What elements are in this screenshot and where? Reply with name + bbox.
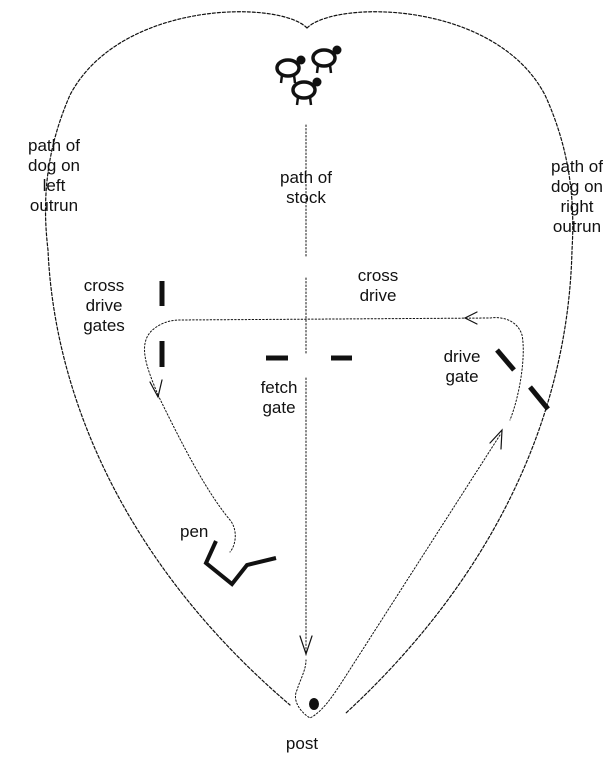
cross-drive-label: cross drive xyxy=(357,266,399,305)
sheep-icon xyxy=(275,55,306,84)
right-outrun-path xyxy=(306,11,574,714)
left-outrun-label: path of dog on left outrun xyxy=(28,136,80,215)
pen-walls xyxy=(203,540,277,587)
left-outrun-path xyxy=(44,11,308,706)
drive-gate-lower xyxy=(528,385,550,411)
cross-drive-gates-label: cross drive gates xyxy=(83,276,125,335)
sheep-icon xyxy=(311,45,342,74)
drive-gate-upper xyxy=(495,348,516,372)
arrowhead-icon xyxy=(299,635,313,656)
cross-drive-path xyxy=(144,317,524,421)
stock-path-label: path of stock xyxy=(280,168,332,207)
arrowhead-icon xyxy=(149,379,163,399)
pen-label: pen xyxy=(180,522,209,541)
right-outrun-label: path of dog on right outrun xyxy=(551,157,603,236)
post-marker-icon xyxy=(309,698,319,710)
drive-leg-path xyxy=(295,434,501,719)
sheep-group xyxy=(275,45,342,106)
drive-gate-label: drive gate xyxy=(443,347,481,386)
fetch-gate-label: fetch gate xyxy=(260,378,298,417)
arrowhead-icon xyxy=(463,311,478,325)
arrowhead-icon xyxy=(489,428,503,450)
sheep-icon xyxy=(291,77,322,106)
post-label: post xyxy=(285,734,319,753)
pen-path xyxy=(157,394,236,553)
